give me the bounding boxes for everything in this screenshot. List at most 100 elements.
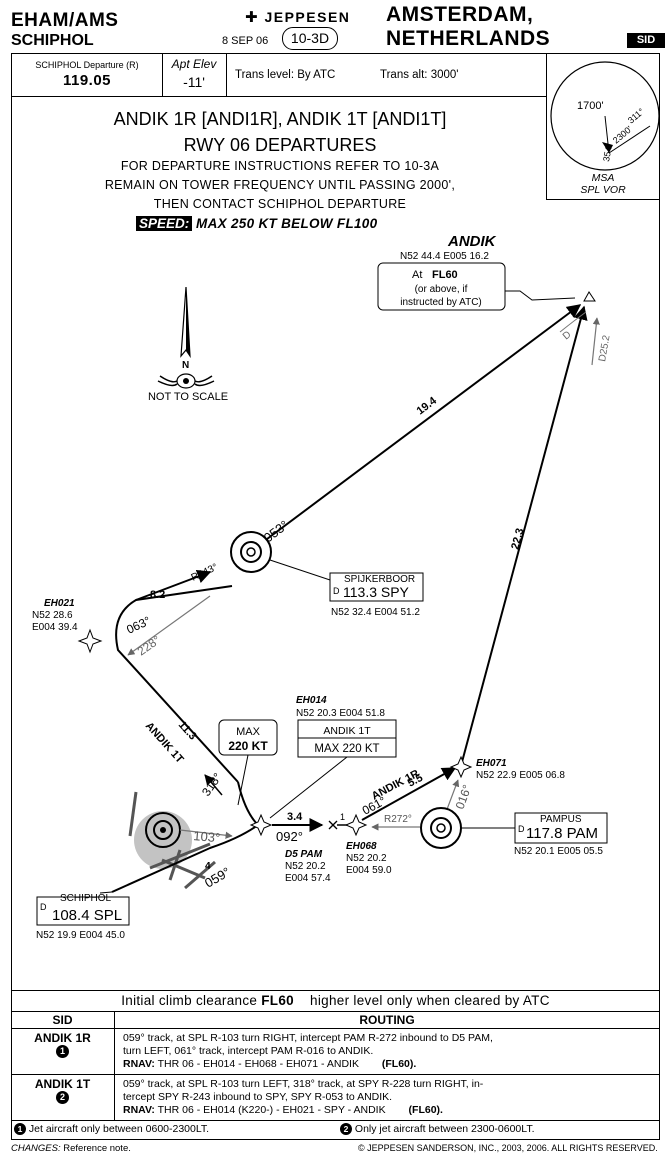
leg-223-dist: 22.3 [509,527,526,551]
andik-dme-arc [559,311,587,333]
andik-name: ANDIK [447,233,497,250]
spy-freq[interactable]: 113.3 SPY [343,584,410,600]
speed-text: MAX 250 KT BELOW FL100 [196,216,378,231]
spl-radial-103: 103° [193,828,221,845]
copyright: © JEPPESEN SANDERSON, INC., 2003, 2006. … [358,1143,658,1153]
pam-name: PAMPUS [540,814,582,825]
initial-climb-clearance: Initial climb clearance FL60 higher leve… [11,993,660,1008]
andik-altitude-box [377,262,506,311]
andik-note-at: At [412,269,422,281]
chart-type-badge: SID [627,33,665,48]
spy-radial-228-line [127,595,211,656]
spy-navaid-box [329,572,424,602]
spl-d: D [40,902,47,912]
jeppesen-logo: ✚ JEPPESEN [245,8,350,26]
andik-leader [505,290,576,301]
spy-d: D [333,586,340,596]
sid-name[interactable]: ANDIK 1R [34,1031,91,1045]
note-1-text: Jet aircraft only between 0600-2300LT. [28,1123,210,1135]
routing-line-1: 059° track, at SPL R-103 turn RIGHT, int… [123,1032,493,1044]
rnav-route: THR 06 - EH014 (K220-) - EH021 - SPY - A… [157,1104,386,1116]
dme-arc-andik [591,317,600,366]
row-line [11,1120,660,1121]
leg-063-bearing: 063° [124,613,153,636]
eh071-waypoint-icon [449,755,473,779]
trans-alt: Trans alt: 3000' [380,69,459,81]
leg-113-dist: 11.3 [176,719,199,742]
elevation-label: Apt Elev [171,57,217,71]
note-1-icon: 1 [56,1045,69,1058]
leg-eh068-eh071 [361,767,457,821]
table-top-line [11,1011,660,1012]
airport-name: SCHIPHOL [11,32,94,49]
trans-level: Trans level: By ATC [235,69,336,81]
eh071-name: EH071 [476,758,507,769]
departure-label: SCHIPHOL Departure (R) [35,60,139,70]
rnav-fl: (FL60). [381,1058,417,1070]
sid-name[interactable]: ANDIK 1T [34,1077,91,1091]
andik1t-box-leader [269,756,348,819]
msa-circle [550,61,659,171]
eh068-name: EH068 [346,841,377,852]
pam-coord: N52 20.1 E005 05.5 [514,846,603,857]
leg-4-dist: 4 [205,861,211,872]
instruction-line-3: THEN CONTACT SCHIPHOL DEPARTURE [153,197,407,211]
leg-34-dist: 3.4 [287,811,303,823]
pam-radial-016-line [445,779,460,813]
runway-title: RWY 06 DEPARTURES [183,135,377,155]
routing-rnav: RNAV: THR 06 - EH014 (K220-) - EH021 - S… [123,1104,443,1117]
pam-d: D [518,824,525,834]
andik-dme: D25.2 [597,334,613,363]
routing-rnav: RNAV: THR 06 - EH014 - EH068 - EH071 - A… [123,1058,416,1071]
speed-tag: SPEED: [136,216,193,231]
spl-coord: N52 19.9 E004 45.0 [36,930,125,941]
andik1t-box-l1: ANDIK 1T [323,725,371,737]
changes-label: CHANGES: [11,1143,61,1154]
pam-freq[interactable]: 117.8 PAM [526,825,598,842]
eh068-waypoint-icon [344,813,368,837]
route-diagram: N NOT TO SCALE ANDIK N52 44.4 E005 16.2 … [32,233,613,941]
clearance-post: higher level only when cleared by ATC [310,993,550,1008]
andik-note-2: (or above, if [415,284,468,295]
chart-date: 8 SEP 06 [222,35,269,47]
eh021-name: EH021 [44,598,75,609]
eh014-name: EH014 [296,695,327,706]
pam-radial-272: R272° [384,814,412,825]
d5pam-name: D5 PAM [285,849,323,860]
instruction-line-2: REMAIN ON TOWER FREQUENCY UNTIL PASSING … [104,178,456,192]
andik-d-label: D [561,329,574,342]
north-arrow: N NOT TO SCALE [148,286,228,403]
leg-318-arrow [204,774,223,796]
pam-navaid-box [514,812,608,844]
msa-box-bottom [546,199,660,200]
max-speed-l1: MAX [236,726,261,738]
row-line [11,1074,660,1075]
pam-vor-icon [420,807,462,849]
table-row: ANDIK 1T 2 059° track, at SPL R-103 turn… [11,1074,660,1120]
spy-name: SPIJKERBOOR [344,574,415,585]
clearance-divider [11,990,660,991]
routing-line-1: 059° track, at SPL R-103 turn LEFT, 318°… [123,1078,484,1090]
leg-092-bearing: 092° [276,829,303,844]
eh014-coord: N52 20.3 E004 51.8 [296,708,385,719]
spy-vor-icon [230,531,272,573]
spl-freq[interactable]: 108.4 SPL [52,907,122,924]
spl-radial-103-line [179,829,233,839]
eh014-waypoint-icon [249,813,273,837]
eh068-lon: E004 59.0 [346,865,392,876]
rnav-label: RNAV: [123,1058,155,1070]
d5pam-lat: N52 20.2 [285,861,326,872]
max-speed-leader [237,754,249,806]
msa-brg3: 354° [601,142,614,162]
chart-frame [11,53,660,1140]
note-2-badge-number: 2 [343,1124,349,1134]
departure-frequency[interactable]: 119.05 [62,72,112,89]
leg-spy-andik [254,304,582,549]
col-routing-header: ROUTING [359,1013,415,1027]
north-label: N [182,360,189,371]
jeppesen-wings-icon [157,373,215,389]
d5pam-fix-icon [328,820,338,830]
note-2-badge-icon: 2 [340,1123,352,1135]
eh068-lat: N52 20.2 [346,853,387,864]
airport-icao: EHAM/AMS [11,10,119,31]
